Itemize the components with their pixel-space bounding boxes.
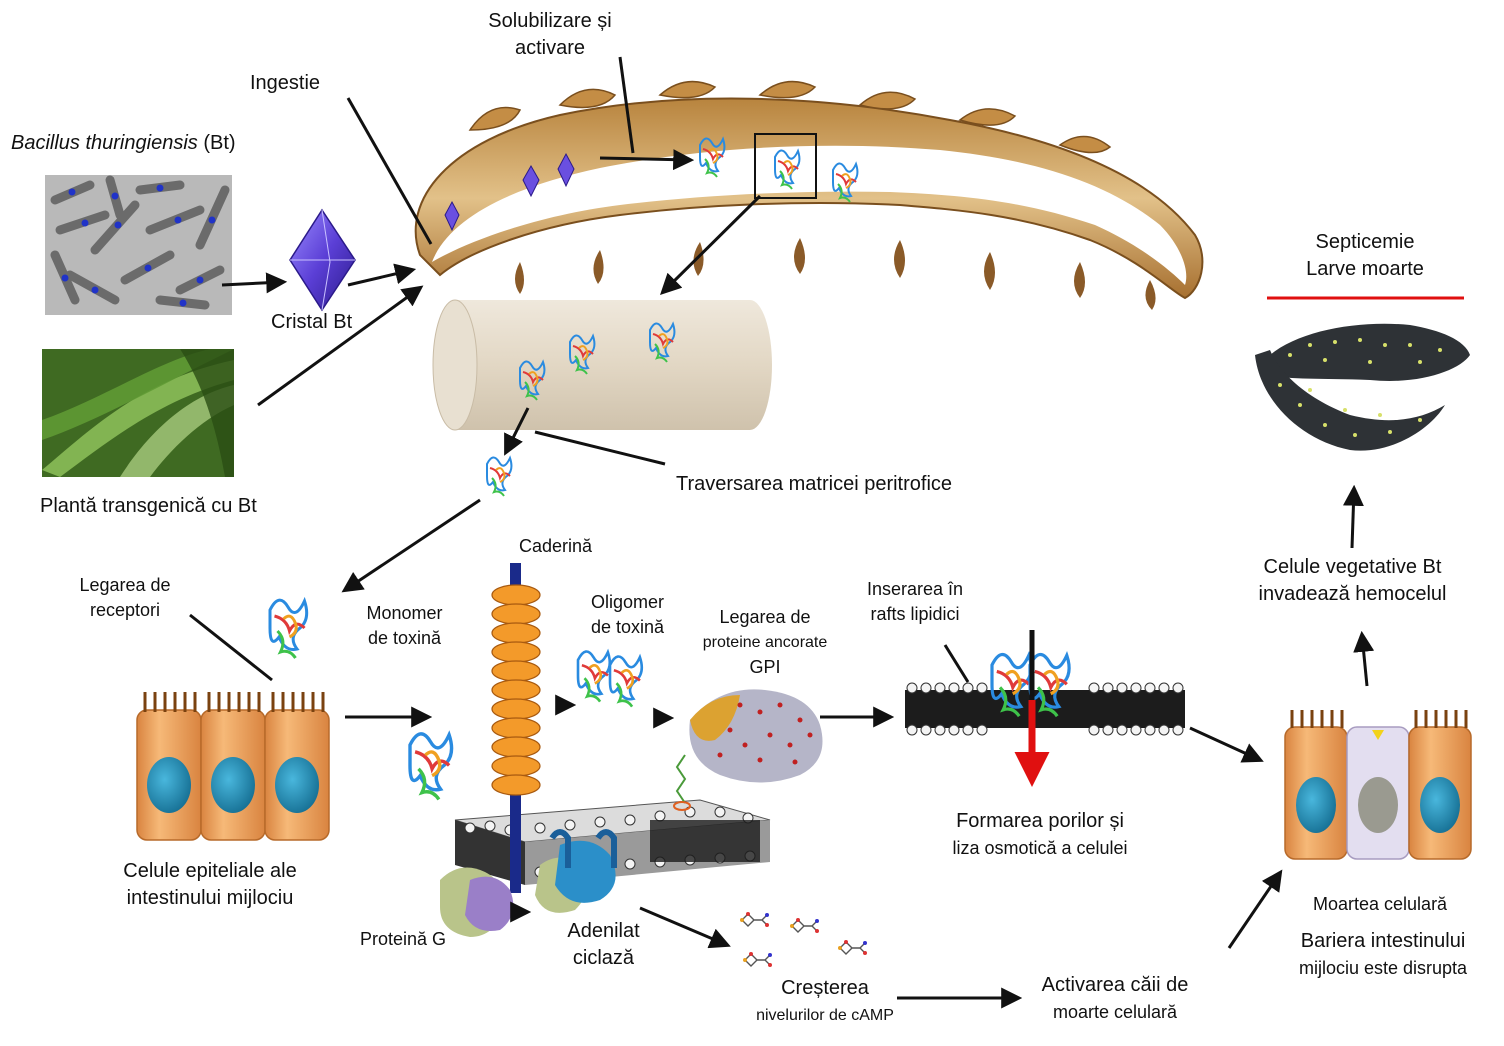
- epithelial-line2: intestinului mijlociu: [126, 887, 294, 909]
- peritrophic-matrix: [432, 299, 772, 431]
- bt-name-italic: Bacillus thuringiensis: [11, 132, 198, 154]
- bt-name-suffix: (Bt): [197, 132, 236, 154]
- death-pathway-line1: Activarea căii de: [1041, 974, 1189, 996]
- barrier-line2: mijlociu este disrupta: [1298, 958, 1468, 978]
- rafts-line2: rafts lipidici: [870, 604, 960, 624]
- barrier-disruption-label: Bariera intestinului mijlociu este disru…: [1283, 928, 1483, 982]
- adenylate-line2: ciclază: [572, 947, 635, 969]
- adenylate-cyclase-icon: [535, 829, 617, 913]
- monomer-line2: de toxină: [367, 628, 442, 648]
- toxin-oligomer-icon: [576, 650, 644, 708]
- death-pathway-label: Activarea căii de moarte celulară: [1030, 972, 1200, 1026]
- pore-line2: liza osmotică a celulei: [952, 838, 1128, 858]
- lipid-raft-membrane: [905, 652, 1185, 736]
- oligomer-line1: Oligomer: [590, 592, 665, 612]
- cadherin-receptor: [491, 563, 541, 893]
- dying-epithelial-cells: [1284, 710, 1472, 860]
- plant-photo: [42, 349, 234, 477]
- bacteria-micrograph: [45, 175, 232, 315]
- g-protein-icon: [440, 867, 514, 937]
- gpi-line2: proteine ancorate: [702, 634, 828, 651]
- g-protein-label: Proteină G: [360, 929, 447, 949]
- bt-crystal-icon: [289, 208, 356, 312]
- monomer-line1: Monomer: [366, 603, 443, 623]
- adenylate-line1: Adenilat: [567, 920, 640, 942]
- camp-line1: Creșterea: [781, 977, 869, 999]
- pore-formation-label: Formarea porilor și liza osmotică a celu…: [930, 808, 1150, 862]
- gpi-binding-label: Legarea de proteine ancorate GPI: [695, 605, 835, 680]
- receptor-line2: receptori: [89, 600, 161, 620]
- solubilization-line2: activare: [514, 37, 586, 59]
- rafts-line1: Inserarea în: [866, 579, 964, 599]
- cell-death-label: Moartea celulară: [1313, 894, 1448, 914]
- camp-molecule-icon: [739, 911, 868, 968]
- epithelial-line1: Celule epiteliale ale: [123, 860, 297, 882]
- septicemia-line1: Septicemie: [1315, 231, 1415, 253]
- receptor-binding-label: Legarea de receptori: [65, 573, 185, 623]
- solubilization-line1: Solubilizare și: [488, 10, 612, 32]
- ingestion-label: Ingestie: [250, 72, 321, 94]
- solubilization-label: Solubilizare și activare: [470, 8, 630, 62]
- gpi-line1: Legarea de: [719, 607, 811, 627]
- crystal-label: Cristal Bt: [271, 311, 353, 333]
- lipid-rafts-label: Inserarea în rafts lipidici: [855, 577, 975, 627]
- epithelial-cells: [136, 692, 330, 841]
- transgenic-plant-label: Plantă transgenică cu Bt: [40, 495, 257, 517]
- flow-arrows: [189, 56, 1375, 1009]
- death-pathway-line2: moarte celulară: [1052, 1002, 1178, 1022]
- barrier-line1: Bariera intestinului: [1300, 930, 1466, 952]
- receptor-line1: Legarea de: [79, 575, 171, 595]
- larva-image: [414, 80, 1204, 310]
- dead-larva-image: [1255, 323, 1470, 451]
- cadherin-label: Caderină: [519, 536, 593, 556]
- gpi-protein-icon: [673, 689, 823, 811]
- vegetative-line2: invadează hemocelul: [1258, 583, 1447, 605]
- bt-name-label: Bacillus thuringiensis (Bt): [11, 130, 236, 157]
- septicemia-line2: Larve moarte: [1306, 258, 1424, 280]
- oligomer-line2: de toxină: [590, 617, 665, 637]
- gpi-line3: GPI: [749, 657, 781, 677]
- pore-line1: Formarea porilor și: [956, 810, 1124, 832]
- vegetative-cells-label: Celule vegetative Bt invadează hemocelul: [1245, 554, 1460, 608]
- toxin-monomer-label: Monomer de toxină: [352, 601, 457, 651]
- peritrophic-label: Traversarea matricei peritrofice: [676, 473, 953, 495]
- septicemia-label: Septicemie Larve moarte: [1270, 229, 1460, 283]
- camp-line2: nivelurilor de cAMP: [756, 1007, 894, 1024]
- camp-increase-label: Creșterea nivelurilor de cAMP: [745, 975, 905, 1029]
- adenylate-cyclase-label: Adenilat ciclază: [556, 918, 651, 972]
- toxin-oligomer-label: Oligomer de toxină: [580, 590, 675, 640]
- vegetative-line1: Celule vegetative Bt: [1263, 556, 1442, 578]
- epithelial-cells-label: Celule epiteliale ale intestinului mijlo…: [105, 858, 315, 912]
